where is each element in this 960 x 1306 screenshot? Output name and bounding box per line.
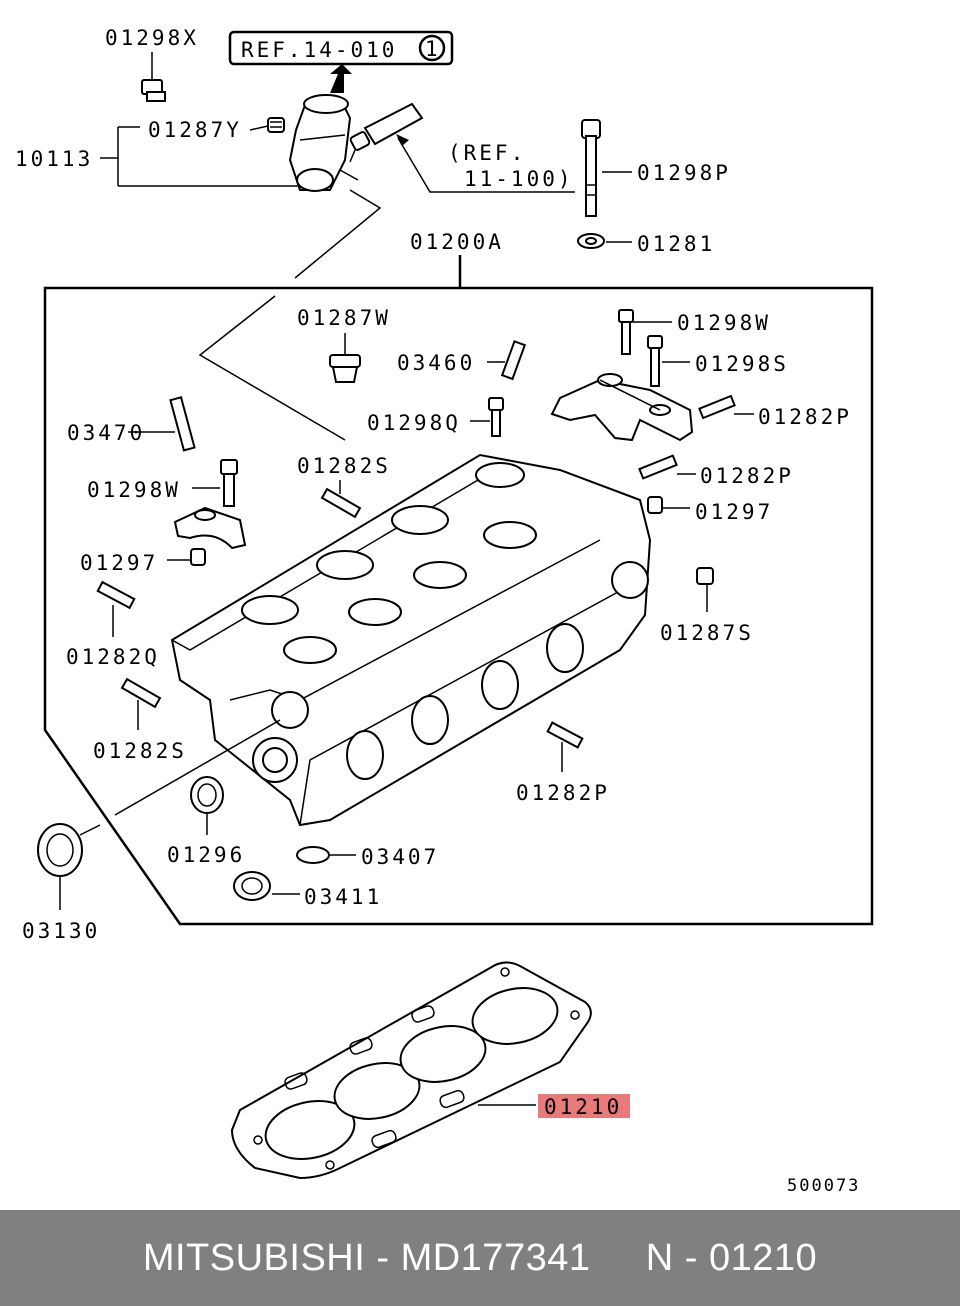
- guide-line-head: [198, 295, 346, 441]
- part-seal-03411: [233, 871, 271, 901]
- ref-14-box: [228, 30, 454, 66]
- label-01287S: 01287S: [660, 621, 754, 645]
- part-dowel-01297-r: [647, 496, 663, 514]
- label-ref-14: REF.14-010: [241, 38, 397, 62]
- label-03407: 03407: [361, 845, 439, 869]
- part-bolt-01298W-r: [618, 309, 634, 355]
- label-01282Q: 01282Q: [66, 645, 160, 669]
- label-03470: 03470: [67, 421, 145, 445]
- label-01298P: 01298P: [637, 161, 731, 185]
- part-sealant-tube: [349, 102, 424, 163]
- ref-arrow: [330, 64, 352, 93]
- label-01297-r: 01297: [695, 500, 773, 524]
- part-bolt-01298P: [581, 119, 601, 217]
- label-01287W: 01287W: [297, 306, 391, 330]
- label-01297-l: 01297: [80, 551, 158, 575]
- label-01298W-l: 01298W: [87, 478, 181, 502]
- part-stud-01282Q: [96, 580, 136, 610]
- part-plug-01287W: [329, 354, 361, 383]
- highlight-01210: [538, 1094, 630, 1118]
- label-01287Y: 01287Y: [148, 118, 242, 142]
- label-01298S-r: 01298S: [695, 352, 789, 376]
- label-01282S-b: 01282S: [93, 739, 187, 763]
- part-sensor-01287Y: [267, 117, 285, 133]
- part-seal-01296: [190, 776, 224, 814]
- part-pin-03460: [500, 340, 527, 381]
- part-washer-01281: [577, 233, 605, 249]
- label-01282P-2: 01282P: [700, 464, 794, 488]
- part-stud-01282S-t: [320, 487, 362, 519]
- label-03411: 03411: [304, 885, 382, 909]
- part-head-gasket-01210: [230, 961, 592, 1180]
- part-bolt-01298S-r: [647, 335, 663, 387]
- guide-line-housing: [294, 189, 382, 279]
- label-01298W-r: 01298W: [677, 311, 771, 335]
- ref-14-circle: [418, 34, 446, 62]
- part-bearing-cap-right: [550, 373, 694, 442]
- part-stud-01282P-3: [546, 721, 584, 749]
- label-01298Q: 01298Q: [367, 411, 461, 435]
- guide-line-seal-2: [114, 719, 281, 816]
- part-dowel-01297-l: [190, 548, 206, 566]
- footer-bar: MITSUBISHI - MD177341 N - 01210: [0, 1210, 960, 1306]
- part-thermostat-housing-10113: [288, 94, 359, 192]
- part-stud-01282S-b: [120, 677, 162, 709]
- label-01282S-t: 01282S: [297, 454, 391, 478]
- part-bolt-01298X: [141, 79, 166, 102]
- label-01200A: 01200A: [410, 230, 504, 254]
- part-plug-01287S: [696, 567, 714, 585]
- label-03460: 03460: [397, 351, 475, 375]
- label-ref-11a: (REF.: [448, 141, 526, 165]
- guide-line-seal: [79, 824, 101, 836]
- diagram-ref-number: 500073: [787, 1176, 860, 1196]
- leader-ref-11-arrow: [396, 134, 409, 146]
- label-01210: 01210: [544, 1095, 622, 1119]
- part-bolt-01298W-l: [220, 459, 238, 507]
- part-cylinder-head-01200A: [170, 453, 652, 827]
- label-01281: 01281: [637, 232, 715, 256]
- label-01296: 01296: [167, 843, 245, 867]
- part-stud-01282P-1: [698, 394, 736, 420]
- part-pin-03470: [169, 396, 196, 452]
- label-10113: 10113: [15, 147, 93, 171]
- label-01282P-3: 01282P: [516, 781, 610, 805]
- assembly-frame: [43, 286, 874, 926]
- label-01298X: 01298X: [105, 26, 199, 50]
- leader-01287Y: [249, 125, 269, 131]
- part-bolt-01298Q: [488, 397, 504, 437]
- bracket-10113: [100, 126, 300, 187]
- part-oil-seal-03130: [37, 823, 83, 877]
- part-stud-01282P-2: [638, 454, 678, 480]
- footer-part-number: MITSUBISHI - MD177341 N - 01210: [142, 1236, 818, 1279]
- label-03130: 03130: [22, 919, 100, 943]
- part-plug-03407: [296, 846, 330, 864]
- leader-ref-11: [397, 137, 575, 193]
- label-01282P-1: 01282P: [758, 405, 852, 429]
- part-bearing-cap-left: [173, 506, 247, 550]
- label-ref-14-circle: 1: [425, 37, 438, 61]
- parts-diagram: REF.14-010 1 01298X 01287Y 10113 (REF. 1…: [15, 26, 874, 1196]
- label-ref-11b: 11-100): [464, 167, 574, 191]
